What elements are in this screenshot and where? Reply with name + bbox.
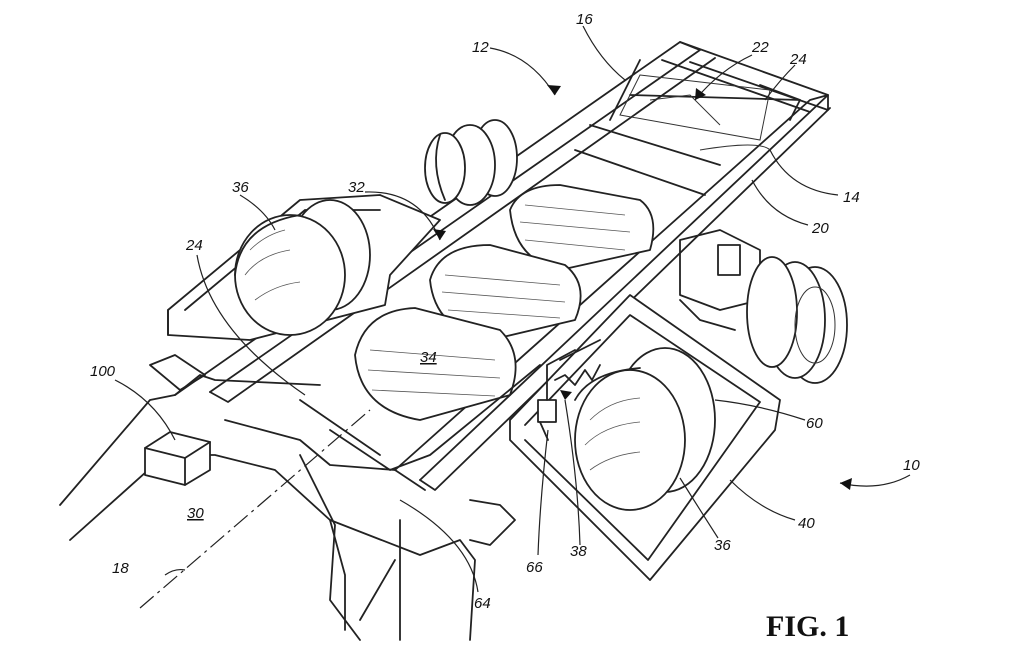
- label-10: 10: [903, 457, 920, 474]
- label-24-top: 24: [789, 51, 807, 68]
- label-32: 32: [348, 179, 365, 196]
- figure-caption: FIG. 1: [766, 610, 849, 643]
- module-box: [144, 431, 211, 486]
- reference-labels: 12 16 22 24 14 20 36 32 24 100 34 30 18 …: [90, 11, 920, 612]
- label-34: 34: [420, 349, 437, 366]
- label-38: 38: [570, 543, 587, 560]
- left-tank-cradle: [167, 194, 441, 341]
- label-18: 18: [112, 560, 129, 577]
- arrowheads: [433, 85, 852, 490]
- right-wheel-assembly: [679, 229, 848, 384]
- right-tank-cradle: [509, 294, 781, 581]
- label-20: 20: [811, 220, 829, 237]
- front-bay: [619, 74, 771, 151]
- label-100: 100: [90, 363, 116, 380]
- label-36-left: 36: [232, 179, 249, 196]
- label-12: 12: [472, 39, 489, 56]
- label-24-left: 24: [185, 237, 203, 254]
- label-64: 64: [474, 595, 491, 612]
- label-22: 22: [751, 39, 769, 56]
- label-40: 40: [798, 515, 815, 532]
- label-30: 30: [187, 505, 204, 522]
- label-60: 60: [806, 415, 823, 432]
- valve-assembly: [537, 339, 601, 441]
- upper-wheel-assembly: [424, 119, 518, 206]
- label-16: 16: [576, 11, 593, 28]
- label-36-right: 36: [714, 537, 731, 554]
- label-14: 14: [843, 189, 860, 206]
- label-66: 66: [526, 559, 543, 576]
- center-tank-row: [299, 184, 655, 471]
- centerline: [139, 409, 371, 609]
